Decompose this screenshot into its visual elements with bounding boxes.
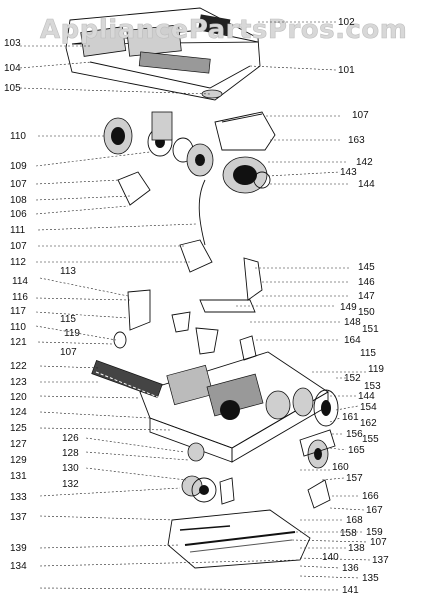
label-143: 143 — [340, 167, 357, 178]
label-107b: 107 — [10, 179, 27, 190]
label-147: 147 — [358, 291, 375, 302]
bottom-plate-part — [167, 509, 311, 569]
label-121: 121 — [10, 337, 27, 348]
label-144a: 144 — [358, 179, 375, 190]
label-110a: 110 — [10, 131, 26, 142]
label-160: 160 — [332, 462, 349, 473]
label-141: 141 — [342, 585, 359, 596]
label-107d: 107 — [60, 347, 77, 358]
label-136: 136 — [342, 563, 359, 574]
label-138: 138 — [348, 543, 365, 554]
label-158: 158 — [340, 528, 357, 539]
label-119b: 119 — [368, 364, 384, 375]
label-104: 104 — [4, 63, 21, 74]
label-107c: 107 — [10, 241, 27, 252]
label-102: 102 — [338, 17, 355, 28]
label-167: 167 — [366, 505, 383, 516]
label-157: 157 — [346, 473, 363, 484]
motor-part — [198, 111, 276, 246]
label-152: 152 — [344, 373, 361, 384]
label-168: 168 — [346, 515, 363, 526]
label-122: 122 — [10, 361, 27, 372]
label-120: 120 — [10, 392, 27, 403]
label-103: 103 — [4, 38, 21, 49]
label-142: 142 — [356, 157, 373, 168]
bracket-parts — [113, 239, 263, 361]
label-101: 101 — [338, 65, 355, 76]
label-107e: 107 — [370, 537, 387, 548]
label-128: 128 — [62, 448, 79, 459]
base-housing-part — [139, 351, 329, 463]
label-166: 166 — [362, 491, 379, 502]
label-123: 123 — [10, 377, 27, 388]
label-108: 108 — [10, 195, 27, 206]
watermark-text: AppliancePartsPros.com — [40, 15, 407, 45]
label-126: 126 — [62, 433, 79, 444]
label-116: 116 — [12, 292, 28, 303]
label-113: 113 — [60, 266, 76, 277]
label-148: 148 — [344, 317, 361, 328]
label-161: 161 — [342, 412, 359, 423]
label-105: 105 — [4, 83, 21, 94]
label-153: 153 — [364, 381, 381, 392]
leader-lines — [19, 21, 371, 591]
label-131: 131 — [10, 471, 27, 482]
label-154: 154 — [360, 402, 377, 413]
label-149: 149 — [340, 302, 357, 313]
label-111: 111 — [10, 225, 26, 236]
label-117: 117 — [10, 306, 26, 317]
label-162: 162 — [360, 418, 377, 429]
label-125: 125 — [10, 423, 27, 434]
label-135: 135 — [362, 573, 379, 584]
belt-drive-parts — [103, 111, 214, 206]
label-163: 163 — [348, 135, 365, 146]
brush-roll-part — [91, 360, 163, 399]
label-159: 159 — [366, 527, 383, 538]
right-side-parts — [292, 387, 339, 509]
label-110b: 110 — [10, 322, 26, 333]
label-115a: 115 — [60, 314, 76, 325]
label-140: 140 — [322, 552, 339, 563]
label-144b: 144 — [358, 391, 375, 402]
label-115b: 115 — [360, 348, 376, 359]
label-119a: 119 — [64, 328, 80, 339]
label-129: 129 — [10, 455, 27, 466]
label-155: 155 — [362, 434, 379, 445]
label-112: 112 — [10, 257, 26, 268]
label-106: 106 — [10, 209, 27, 220]
handle-housing-part — [65, 7, 261, 101]
label-132: 132 — [62, 479, 79, 490]
label-146: 146 — [358, 277, 375, 288]
label-107a: 107 — [352, 110, 369, 121]
label-134: 134 — [10, 561, 27, 572]
part-number-labels: 102 103 104 101 105 107 110 163 142 109 … — [4, 17, 389, 596]
label-114: 114 — [12, 276, 28, 287]
label-124: 124 — [10, 407, 27, 418]
label-151: 151 — [362, 324, 379, 335]
label-164: 164 — [344, 335, 361, 346]
label-165: 165 — [348, 445, 365, 456]
label-137b: 137 — [372, 555, 389, 566]
label-130: 130 — [62, 463, 79, 474]
label-109: 109 — [10, 161, 27, 172]
lower-left-parts — [181, 442, 235, 505]
label-137a: 137 — [10, 512, 27, 523]
label-150: 150 — [358, 307, 375, 318]
label-133: 133 — [10, 492, 27, 503]
label-156: 156 — [346, 429, 363, 440]
label-139: 139 — [10, 543, 27, 554]
label-145: 145 — [358, 262, 375, 273]
label-127: 127 — [10, 439, 27, 450]
